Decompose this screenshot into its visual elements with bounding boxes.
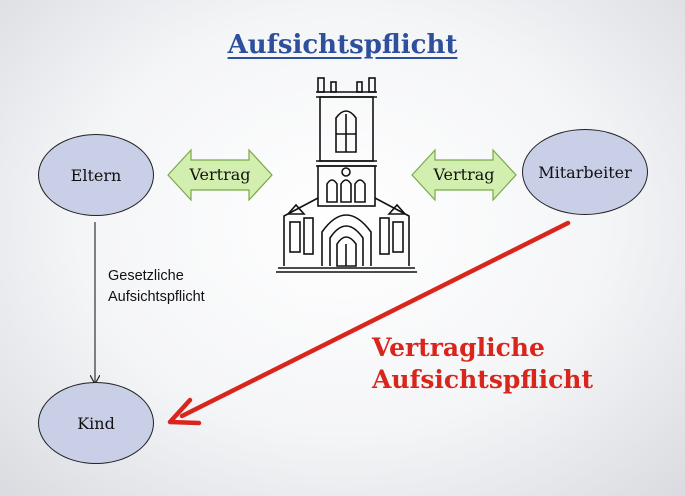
contractual-supervision-label: Vertragliche Aufsichtspflicht — [372, 332, 593, 396]
legal-supervision-label: Gesetzliche Aufsichtspflicht — [108, 266, 205, 308]
node-parents-label: Eltern — [70, 165, 122, 185]
contract-arrow-left — [167, 148, 273, 202]
contractual-supervision-arrow — [167, 220, 571, 426]
contract-arrow-right — [411, 148, 517, 202]
contract-arrow-right-label: Vertrag — [433, 165, 495, 184]
church-icon — [276, 77, 417, 273]
node-staff-label: Mitarbeiter — [538, 162, 632, 182]
node-child-label: Kind — [77, 413, 115, 433]
node-staff: Mitarbeiter — [522, 129, 648, 215]
diagram-title: Aufsichtspflicht — [227, 30, 458, 60]
contractual-supervision-line2: Aufsichtspflicht — [372, 365, 594, 394]
contractual-supervision-line1: Vertragliche — [372, 333, 545, 362]
node-child: Kind — [38, 382, 154, 464]
legal-supervision-line2: Aufsichtspflicht — [108, 289, 205, 305]
contract-arrow-left-label: Vertrag — [189, 165, 251, 184]
legal-supervision-line1: Gesetzliche — [108, 268, 184, 284]
node-parents: Eltern — [38, 134, 154, 216]
